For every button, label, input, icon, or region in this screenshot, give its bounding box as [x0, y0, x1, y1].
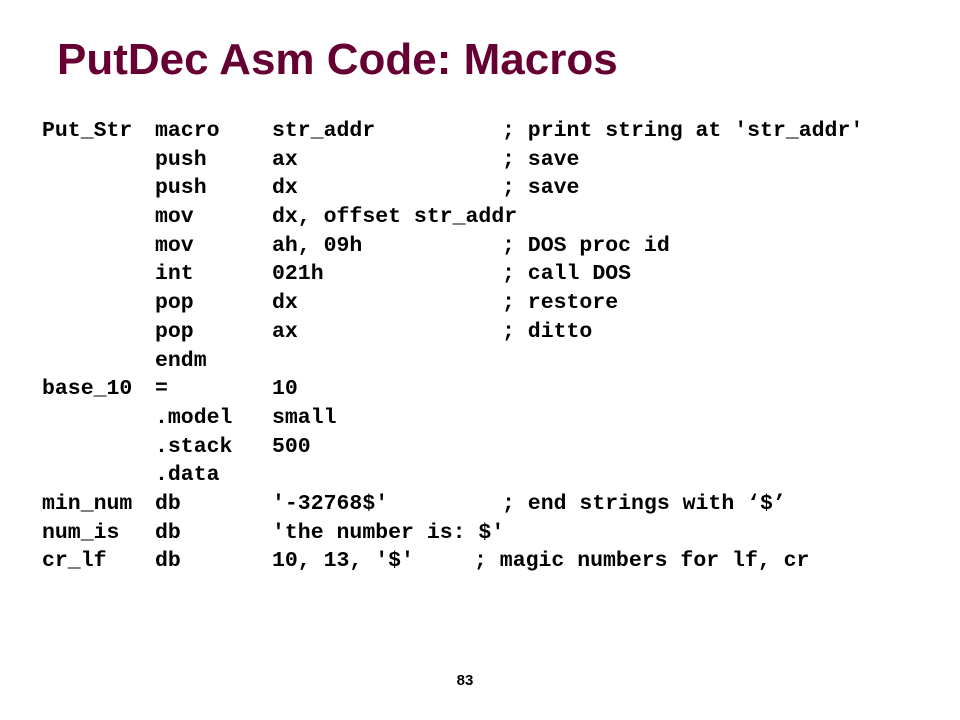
code-operands: 10, 13, '$'	[272, 549, 414, 574]
code-operands: dx	[272, 291, 298, 316]
code-line: push ax ; save	[42, 146, 579, 175]
code-operation: int	[155, 262, 194, 287]
code-operands: dx	[272, 176, 298, 201]
code-operands: dx, offset str_addr	[272, 205, 518, 230]
code-operation: db	[155, 520, 181, 545]
code-line: num_is db 'the number is: $'	[42, 519, 504, 548]
code-operation: pop	[155, 291, 194, 316]
code-operands: 10	[272, 377, 298, 402]
code-line: pop ax ; ditto	[42, 318, 592, 347]
code-line: cr_lf db 10, 13, '$' ; magic numbers for…	[42, 547, 809, 576]
code-label: base_10	[42, 377, 133, 402]
code-operation: push	[155, 147, 207, 172]
code-comment: ; restore	[502, 291, 619, 316]
code-line: mov dx, offset str_addr	[42, 203, 517, 232]
code-operation: mov	[155, 205, 194, 230]
code-operands: 021h	[272, 262, 324, 287]
code-line: endm	[42, 347, 207, 376]
code-operands: small	[272, 405, 337, 430]
code-operands: str_addr	[272, 119, 376, 143]
code-operands: ah, 09h	[272, 233, 363, 258]
code-comment: ; DOS proc id	[502, 233, 670, 258]
code-line: .data	[42, 461, 220, 490]
code-comment: ; save	[502, 147, 580, 172]
code-line: min_num db '-32768$' ; end strings with …	[42, 490, 786, 519]
code-operation: .model	[155, 405, 233, 430]
code-operation: db	[155, 549, 181, 574]
code-operands: '-32768$'	[272, 491, 389, 516]
code-operation: endm	[155, 348, 207, 373]
code-line: base_10 = 10	[42, 375, 298, 404]
code-line: push dx ; save	[42, 174, 579, 203]
code-operation: .stack	[155, 434, 233, 459]
code-listing: Put_Str macro str_addr ; print string at…	[42, 117, 863, 576]
code-operation: mov	[155, 233, 194, 258]
code-operands: 'the number is: $'	[272, 520, 505, 545]
code-operation: push	[155, 176, 207, 201]
code-label: Put_Str	[42, 119, 133, 143]
code-label: num_is	[42, 520, 120, 545]
code-line: .stack 500	[42, 433, 311, 462]
code-operation: pop	[155, 319, 194, 344]
code-operands: ax	[272, 147, 298, 172]
code-label: min_num	[42, 491, 133, 516]
code-operation: =	[155, 377, 168, 402]
code-line: pop dx ; restore	[42, 289, 618, 318]
code-line: .model small	[42, 404, 337, 433]
code-operation: macro	[155, 119, 220, 143]
code-label: cr_lf	[42, 549, 107, 574]
code-line: Put_Str macro str_addr ; print string at…	[42, 117, 863, 146]
code-line: int 021h ; call DOS	[42, 260, 631, 289]
code-comment: ; save	[502, 176, 580, 201]
code-comment: ; magic numbers for lf, cr	[474, 549, 810, 574]
code-operands: 500	[272, 434, 311, 459]
page-number: 83	[456, 672, 474, 689]
code-comment: ; call DOS	[502, 262, 632, 287]
code-line: mov ah, 09h ; DOS proc id	[42, 232, 670, 261]
slide-title: PutDec Asm Code: Macros	[57, 35, 618, 84]
code-operands: ax	[272, 319, 298, 344]
code-operation: db	[155, 491, 181, 516]
code-comment: ; end strings with ‘$’	[502, 491, 786, 516]
code-comment: ; print string at 'str_addr'	[502, 119, 864, 143]
code-operation: .data	[155, 463, 220, 488]
code-comment: ; ditto	[502, 319, 593, 344]
